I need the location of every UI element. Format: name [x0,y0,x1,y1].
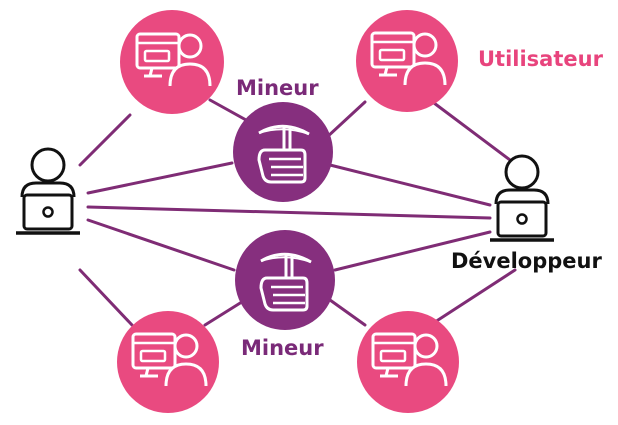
edge-top-right-user-top-miner [324,100,367,140]
miner-node-top [233,102,333,202]
peer-node-right [488,154,556,242]
developer-label: Développeur [451,249,602,273]
miner-label-top: Mineur [236,76,319,100]
person-with-laptop-icon [488,154,556,242]
edge-bottom-right-user-bottom-miner [328,298,367,327]
edge-left-peer-bottom-miner [86,218,236,272]
peer-node-left [14,147,82,235]
edge-bottom-right-user-right-peer [433,268,517,324]
edges [78,98,517,327]
user-node-top-left [120,10,224,114]
edge-left-peer-top-miner [86,161,234,195]
edge-bottom-miner-right-peer [333,230,492,272]
user-node-top-right [356,10,458,112]
edge-top-miner-right-peer [328,163,492,207]
user-label: Utilisateur [478,47,603,71]
user-node-bottom-right [357,311,459,413]
edge-left-peer-top-left-user [78,113,132,167]
edge-left-peer-bottom-left-user [78,268,134,327]
user-node-bottom-left [117,311,219,413]
edge-left-peer-right-peer [86,205,492,220]
edge-bottom-left-user-bottom-miner [203,298,247,327]
miner-label-bottom: Mineur [241,336,324,360]
person-with-laptop-icon [14,147,82,235]
miner-node-bottom [235,230,335,330]
edge-top-right-user-right-peer [428,98,512,162]
